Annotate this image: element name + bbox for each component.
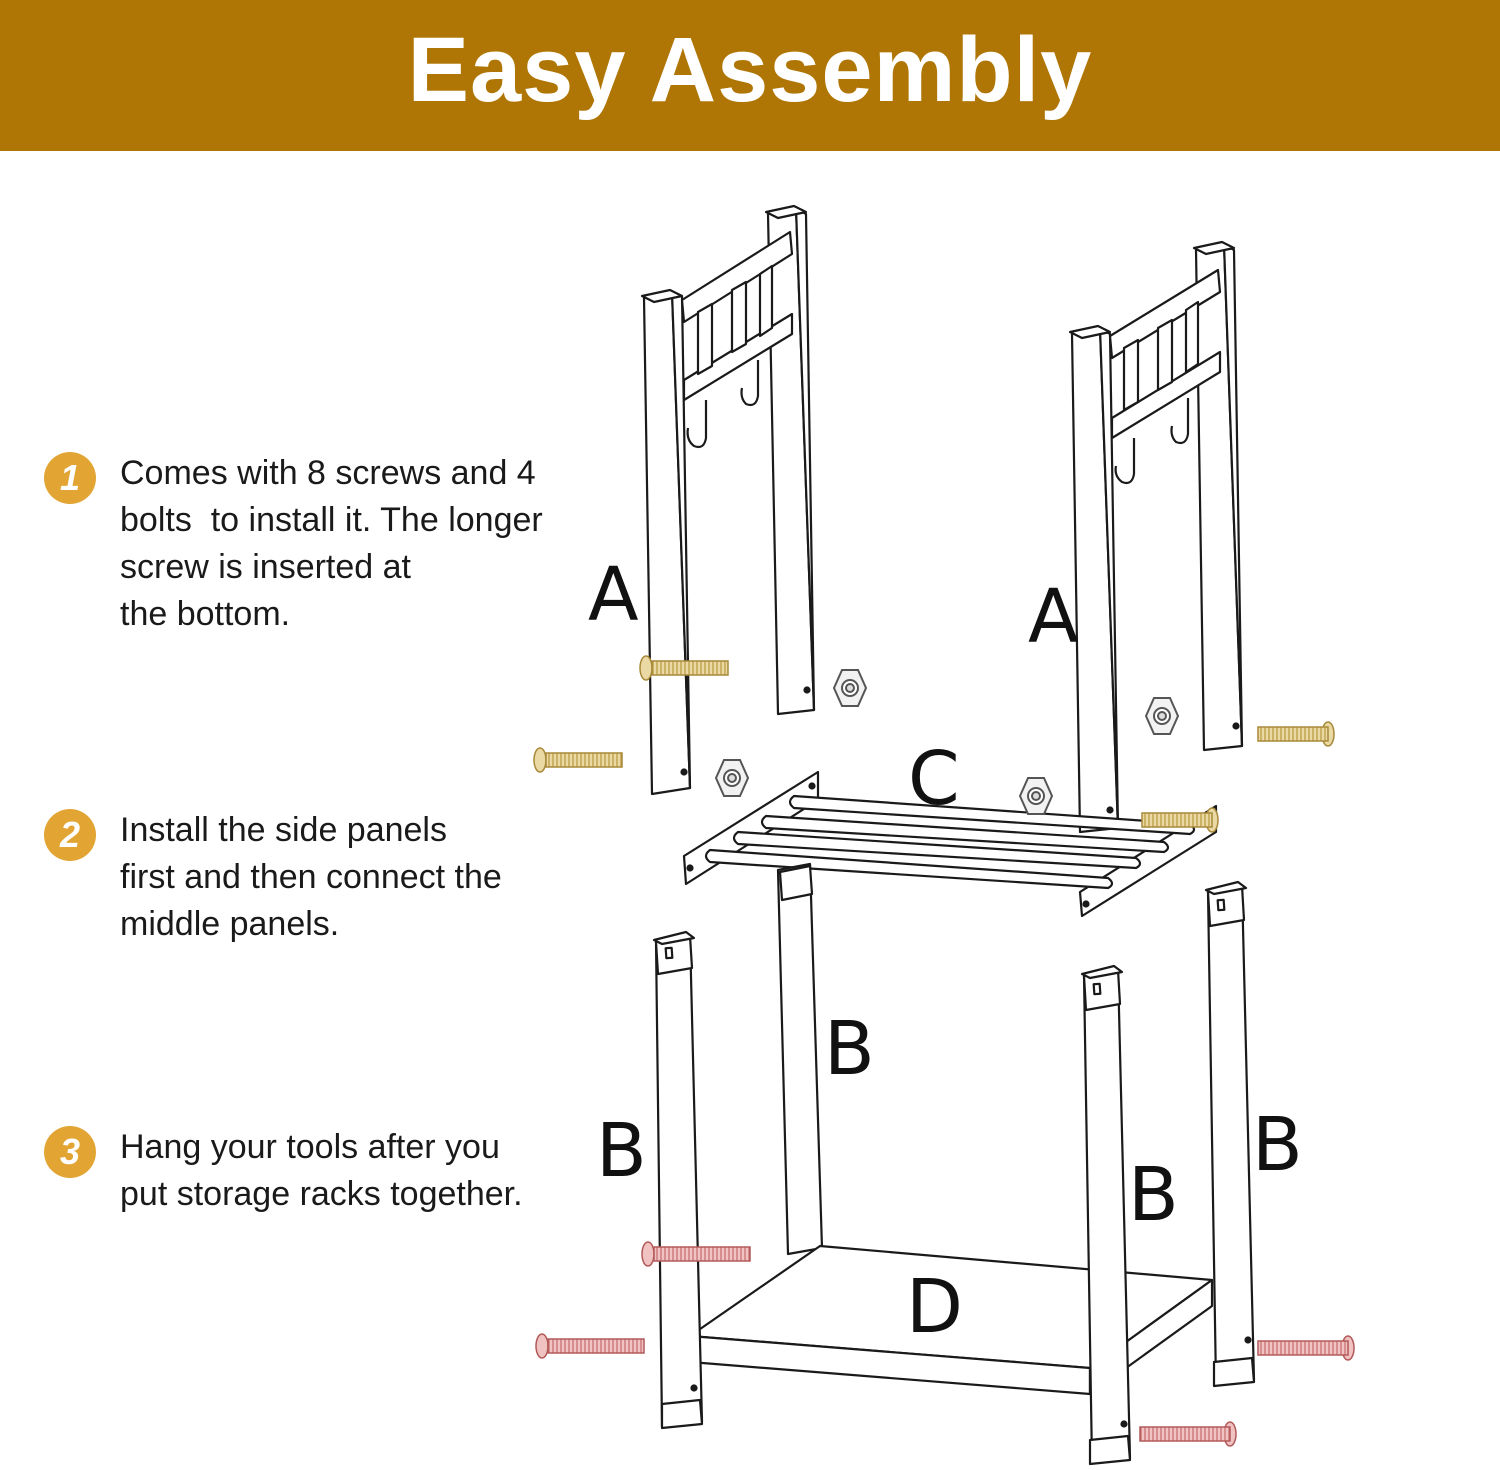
step-instructions: Comes with 8 screws and 4 bolts to insta… [120, 450, 543, 638]
step-line: first and then connect the [120, 858, 502, 896]
screw-icon [641, 1241, 751, 1267]
hex-nut-icon [1144, 697, 1180, 735]
step-3: 3 Hang your tools after you put storage … [44, 1126, 523, 1218]
screw-icon [1141, 807, 1219, 833]
screw-icon [1257, 1335, 1355, 1361]
part-label-c: C [908, 736, 960, 822]
step-instructions: Install the side panels first and then c… [120, 807, 502, 948]
part-label-a: A [588, 552, 639, 638]
step-number-badge: 2 [44, 809, 96, 861]
side-frame-a-right [1068, 240, 1244, 834]
part-label-b: B [1128, 1152, 1179, 1238]
part-label-b: B [596, 1108, 647, 1194]
step-line: put storage racks together. [120, 1175, 523, 1213]
bottom-frame-b [652, 862, 1256, 1466]
screw-icon [1257, 721, 1335, 747]
step-line: Comes with 8 screws and 4 [120, 454, 536, 492]
screw-icon [535, 1333, 645, 1359]
hex-nuts [714, 669, 1180, 815]
step-line: middle panels. [120, 905, 340, 943]
step-line: Install the side panels [120, 811, 447, 849]
step-1: 1 Comes with 8 screws and 4 bolts to ins… [44, 452, 543, 638]
part-label-d: D [906, 1264, 963, 1350]
step-line: the bottom. [120, 595, 291, 633]
part-label-a: A [1028, 574, 1079, 660]
screw-icon [533, 747, 623, 773]
part-label-b: B [824, 1006, 875, 1092]
step-number-badge: 3 [44, 1126, 96, 1178]
step-2: 2 Install the side panels first and then… [44, 809, 502, 948]
step-line: bolts to install it. The longer [120, 501, 543, 539]
screw-icon [639, 655, 729, 681]
step-line: screw is inserted at [120, 548, 411, 586]
screw-icon [1139, 1421, 1237, 1447]
part-label-b: B [1252, 1102, 1303, 1188]
step-number-badge: 1 [44, 452, 96, 504]
gold-screws [533, 655, 1335, 833]
hex-nut-icon [832, 669, 868, 707]
step-instructions: Hang your tools after you put storage ra… [120, 1124, 523, 1218]
page-title: Easy Assembly [407, 19, 1093, 121]
step-line: Hang your tools after you [120, 1128, 500, 1166]
side-frame-a-left [640, 204, 816, 796]
header-banner: Easy Assembly [0, 0, 1500, 151]
hex-nut-icon [1018, 777, 1054, 815]
hex-nut-icon [714, 759, 750, 797]
red-screws [535, 1241, 1355, 1447]
